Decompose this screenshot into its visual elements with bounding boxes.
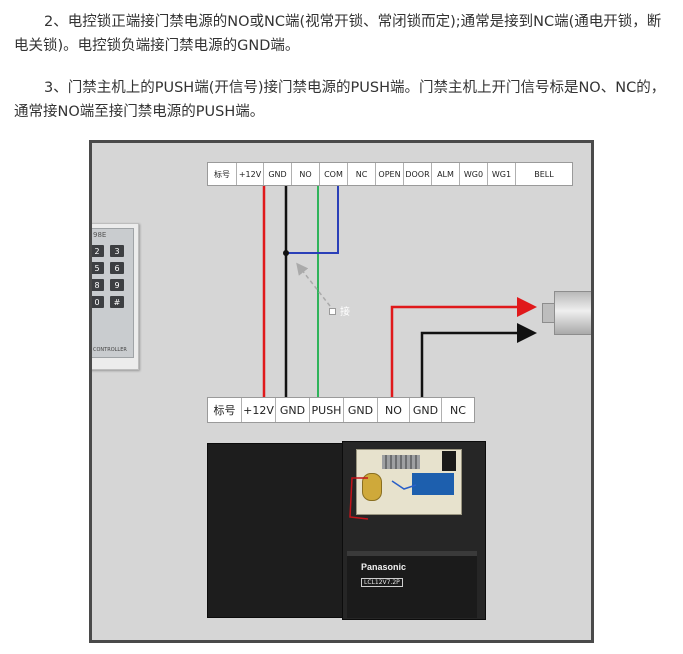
wire-lock-negative [420,323,537,397]
keypad-key: # [110,296,124,308]
terminal-label: WG0 [460,163,488,185]
terminal-label: GND [276,398,310,422]
terminal-label: NO [292,163,320,185]
terminal-label: NC [348,163,376,185]
controller-terminal-strip: 标号 +12V GND NO COM NC OPEN DOOR ALM WG0 … [207,162,573,186]
keypad-key: 5 [92,262,104,274]
terminal-label: 标号 [208,163,237,185]
keypad-key: 9 [110,279,124,291]
terminal-label: DOOR [404,163,432,185]
keypad-key: 0 [92,296,104,308]
wire-lock-positive [390,297,537,397]
terminal-label: +12V [237,163,264,185]
terminal-label: PUSH [310,398,344,422]
terminal-label: NC [450,403,466,417]
keypad-model: 98E [93,231,107,239]
paragraph-step-2: 2、电控锁正端接门禁电源的NO或NC端(视常开锁、常闭锁而定);通常是接到NC端… [14,14,662,54]
exit-button-label: 接 [340,307,350,318]
keypad-key: 2 [92,245,104,257]
heatsink [382,455,420,469]
wire-psu-red [349,477,369,520]
paragraph-step-3: 3、门禁主机上的PUSH端(开信号)接门禁电源的PUSH端。门禁主机上开门信号标… [14,80,666,120]
keypad-key: 3 [110,245,124,257]
wire-junction [283,250,289,256]
power-supply-terminal-strip: 标号 +12V GND PUSH GND NO GND NC [207,397,475,423]
electric-lock [554,291,591,335]
terminal-label: +12V [242,398,276,422]
wiring-svg [262,184,537,520]
terminal-label: NO [378,398,410,422]
wire-com-loop [286,184,339,254]
terminal-label: GND [264,163,292,185]
terminal-label: GND [410,398,442,422]
access-keypad: 98E 2 3 5 6 8 9 0 # CONTROLLER [92,223,139,370]
terminal-label: OPEN [376,163,404,185]
exit-button-icon [329,308,336,315]
relay [442,451,456,471]
terminal-label: ALM [432,163,460,185]
terminal-label: GND [344,398,378,422]
terminal-label: WG1 [488,163,516,185]
terminal-block [412,473,454,495]
fuse-holder [362,473,382,501]
keypad-key: 6 [110,262,124,274]
keypad-key: 8 [92,279,104,291]
terminal-label: COM [320,163,348,185]
keypad-panel: 98E 2 3 5 6 8 9 0 # CONTROLLER [92,228,134,358]
terminal-label: BELL [534,169,554,179]
keypad-controller-label: CONTROLLER [93,347,127,353]
terminal-label: 标号 [208,398,242,422]
backup-battery: Panasonic LCL12V7.2P [347,551,477,618]
battery-brand: Panasonic [361,562,407,572]
signal-arrow [296,262,331,307]
keypad-keys: 2 3 5 6 8 9 0 # [92,245,124,308]
battery-model: LCL12V7.2P [361,578,403,587]
wire-psu-blue [391,480,417,490]
power-supply-door [207,443,345,618]
wiring-diagram: 98E 2 3 5 6 8 9 0 # CONTROLLER Panasonic… [89,140,594,643]
